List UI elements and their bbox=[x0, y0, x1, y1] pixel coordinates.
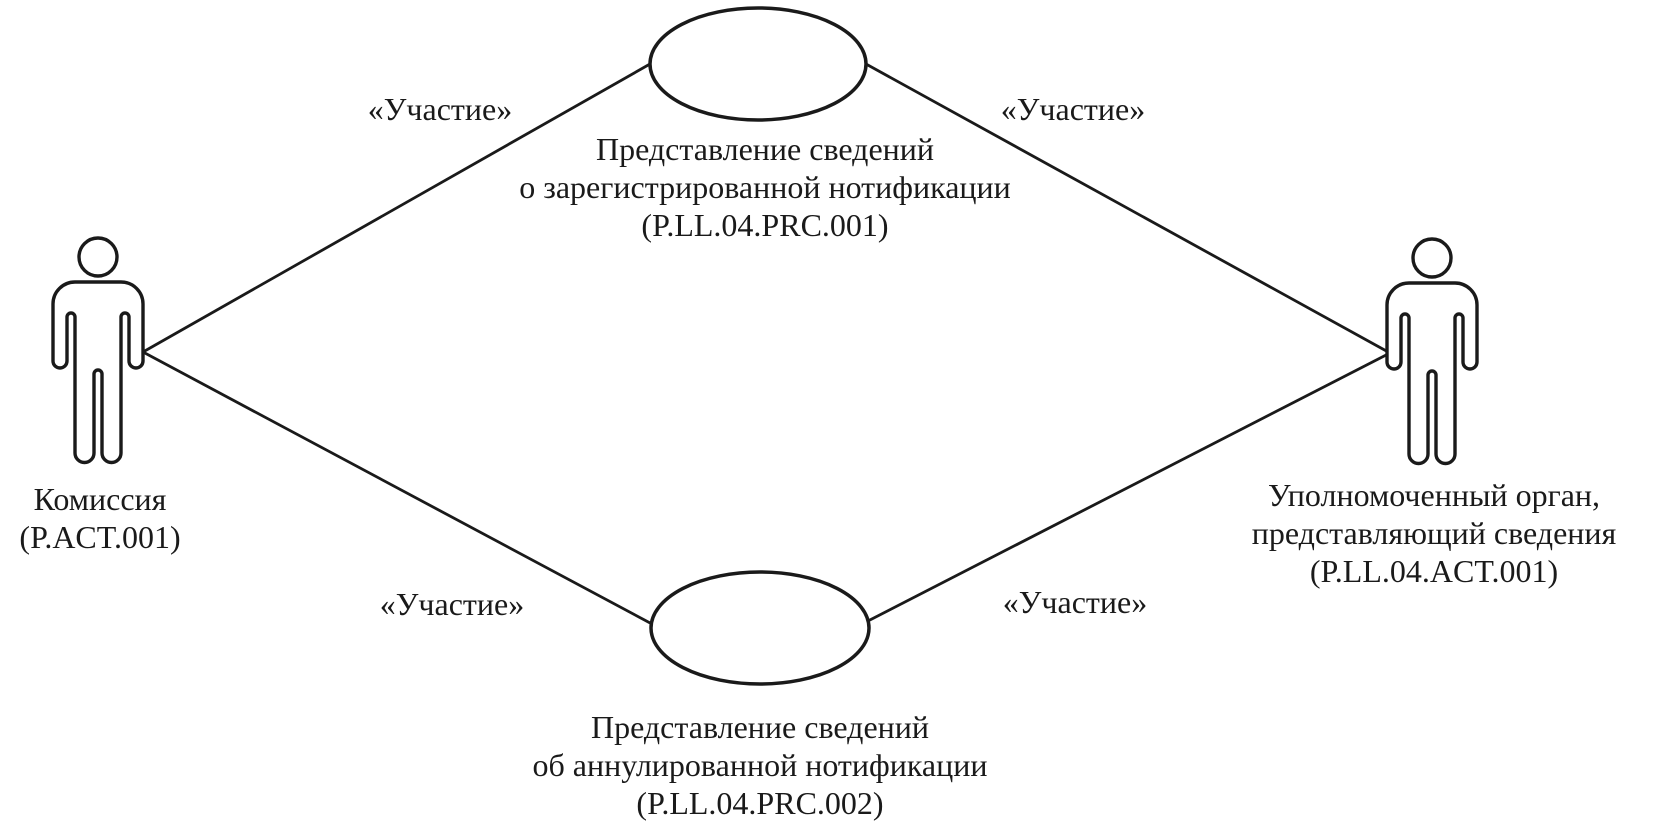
actor-code: (P.ACT.001) bbox=[19, 519, 181, 555]
actor-name-line: Уполномоченный орган, bbox=[1267, 477, 1601, 513]
edge-label-participation-bottom-right: «Участие» bbox=[1002, 584, 1148, 620]
actor-authorized-body-figure bbox=[1385, 237, 1479, 466]
usecase-title-line: о зарегистрированной нотификации bbox=[519, 169, 1011, 205]
usecase-code: (P.LL.04.PRC.002) bbox=[636, 785, 884, 821]
actor-commission-label: Комиссия (P.ACT.001) bbox=[0, 480, 230, 556]
usecase-registered-notification-label: Представление сведений о зарегистрирован… bbox=[485, 130, 1045, 244]
actor-commission-figure bbox=[51, 236, 145, 465]
actor-name-line: Комиссия bbox=[33, 481, 167, 517]
association-registered-to-authorized-body bbox=[865, 62, 1391, 355]
actor-code: (P.LL.04.ACT.001) bbox=[1309, 553, 1559, 589]
usecase-code: (P.LL.04.PRC.001) bbox=[641, 207, 889, 243]
usecase-title-line: об аннулированной нотификации bbox=[532, 747, 988, 783]
edge-label-participation-top-left: «Участие» bbox=[367, 91, 513, 127]
usecase-title-line: Представление сведений bbox=[590, 709, 930, 745]
usecase-cancelled-notification-ellipse bbox=[649, 570, 871, 686]
actor-authorized-body-label: Уполномоченный орган, представляющий све… bbox=[1234, 476, 1634, 590]
edge-label-participation-top-right: «Участие» bbox=[1000, 91, 1146, 127]
association-cancelled-to-authorized-body bbox=[865, 351, 1391, 624]
usecase-cancelled-notification-label: Представление сведений об аннулированной… bbox=[480, 708, 1040, 822]
edge-label-participation-bottom-left: «Участие» bbox=[379, 586, 525, 622]
association-commission-to-registered bbox=[142, 62, 651, 354]
actor-name-line: представляющий сведения bbox=[1251, 515, 1617, 551]
association-commission-to-cancelled bbox=[142, 350, 653, 626]
usecase-registered-notification-ellipse bbox=[648, 6, 868, 122]
usecase-title-line: Представление сведений bbox=[595, 131, 935, 167]
